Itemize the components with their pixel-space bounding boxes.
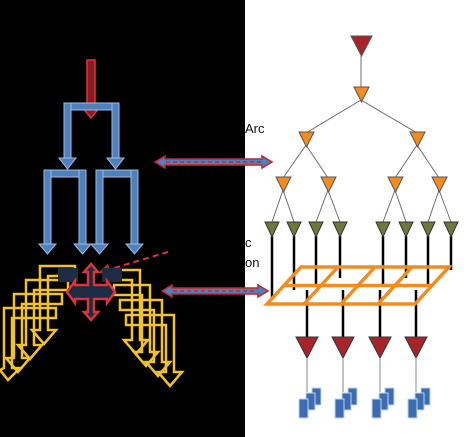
on-fragment-label: on [245,255,260,270]
left-panel [0,0,245,437]
orange-grid [263,265,453,306]
triangle-icons-green [264,221,459,239]
cross-arrow-icon [65,262,117,322]
blue-block-stack-2 [334,387,358,419]
triangle-icons-dark-red [295,336,428,360]
tree-edges [271,55,452,223]
block-connectors [306,358,417,392]
double-arrow-icon-lower [160,283,270,299]
k-fragment-label: c [245,235,252,250]
blue-branch-level1 [57,102,126,170]
gold-arrow-bundle-right [106,268,185,388]
triangle-icon-root [350,35,373,58]
blue-block-stack-1 [298,387,322,419]
red-dashed-arrow [98,251,169,276]
blue-block-stack-4 [407,387,431,419]
triangle-icons-orange [275,86,448,194]
blue-block-stack-3 [371,387,395,419]
grid-vertical-lines [270,236,453,337]
arc-label: Arc [245,121,265,136]
blue-branch-level2 [37,169,145,255]
double-arrow-icon-upper [153,154,274,170]
dark-blue-blocks [58,268,122,282]
